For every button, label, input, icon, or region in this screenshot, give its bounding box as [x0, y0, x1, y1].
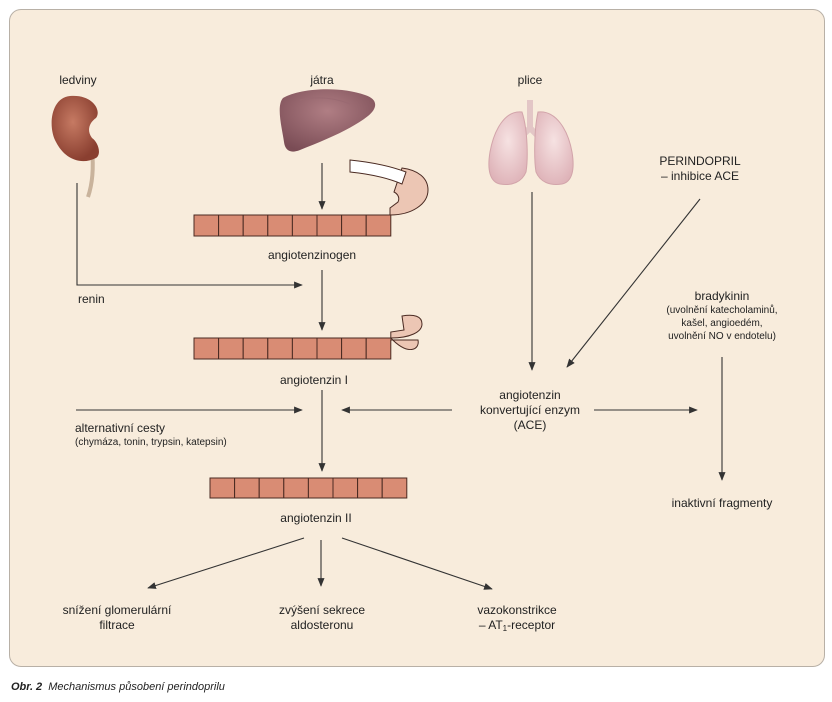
filtration-line2: filtrace: [99, 618, 135, 632]
ace-label: angiotenzin konvertující enzym (ACE): [480, 388, 580, 433]
filtration-line1: snížení glomerulární: [62, 603, 172, 617]
aldosterone-line1: zvýšení sekrece: [278, 603, 366, 617]
ace-line2: konvertující enzym: [479, 403, 581, 417]
angiotensinogen-chain: [193, 159, 429, 237]
liver-label: játra: [310, 73, 334, 87]
ace-line3: (ACE): [513, 418, 547, 432]
bradykinin-label: bradykinin (uvolnění katecholaminů, kaše…: [666, 289, 777, 343]
effect-aldosterone-label: zvýšení sekrece aldosteronu: [279, 603, 365, 633]
kidney-label: ledviny: [59, 73, 97, 87]
arrow-kidney-renin: [76, 183, 303, 289]
bradykinin-line3: uvolnění NO v endotelu): [668, 331, 776, 342]
inactive-fragments-label: inaktivní fragmenty: [671, 496, 773, 510]
alternative-paths-label: alternativní cesty (chymáza, tonin, tryp…: [75, 421, 227, 449]
vasoconstriction-line2: – AT1-receptor: [478, 618, 556, 633]
alternative-line2: (chymáza, tonin, trypsin, katepsin): [75, 437, 227, 448]
angiotensin1-label: angiotenzin I: [279, 373, 349, 387]
kidney-image: [51, 95, 99, 198]
diagram-panel: [9, 9, 825, 667]
aldosterone-line2: aldosteronu: [290, 618, 354, 632]
lungs-image: [488, 100, 574, 185]
arrow-to-filtration: [147, 537, 305, 589]
perindopril-line2: – inhibice ACE: [660, 169, 740, 183]
arrow-to-vasoconstriction: [341, 537, 493, 590]
angiotensin2-label: angiotenzin II: [280, 511, 352, 525]
angiotensin2-chain: [209, 477, 408, 499]
lungs-label: plice: [517, 73, 543, 87]
perindopril-line1: PERINDOPRIL: [659, 154, 741, 168]
bradykinin-line2: kašel, angioedém,: [681, 318, 763, 329]
perindopril-label: PERINDOPRIL – inhibice ACE: [659, 154, 740, 184]
ace-line1: angiotenzin: [499, 388, 561, 402]
bradykinin-line1: (uvolnění katecholaminů,: [666, 305, 778, 316]
effect-filtration-label: snížení glomerulární filtrace: [63, 603, 172, 633]
vasoconstriction-line1: vazokonstrikce: [477, 603, 557, 617]
angiotensinogen-label: angiotenzinogen: [267, 248, 357, 262]
liver-image: [279, 89, 376, 152]
caption-text: Mechanismus působení perindoprilu: [48, 681, 225, 693]
bradykinin-title: bradykinin: [694, 289, 750, 303]
caption-label: Obr. 2: [11, 681, 43, 693]
renin-label: renin: [78, 292, 105, 306]
arrow-perindopril-inhibition: [566, 198, 701, 368]
figure-caption: Obr. 2 Mechanismus působení perindoprilu: [11, 681, 225, 693]
angiotensin1-chain: [193, 314, 423, 360]
effect-vasoconstriction-label: vazokonstrikce – AT1-receptor: [477, 603, 556, 636]
alternative-line1: alternativní cesty: [75, 421, 166, 435]
